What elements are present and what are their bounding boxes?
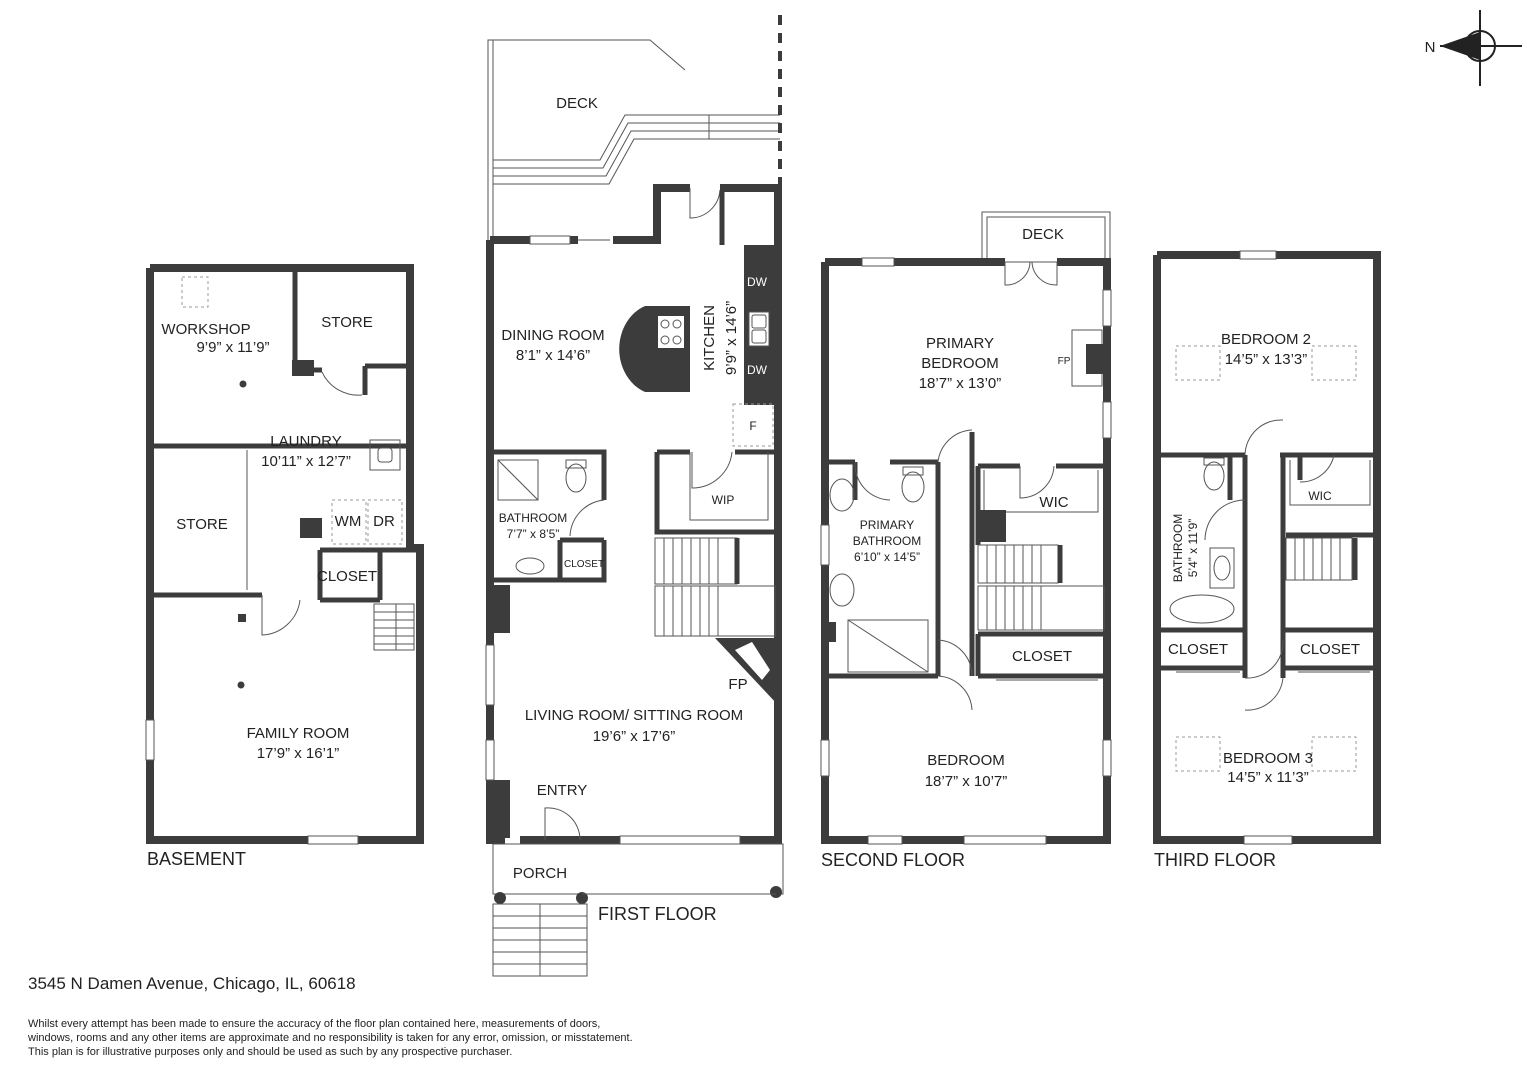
first-floor-label: FIRST FLOOR <box>598 904 717 924</box>
north-label: N <box>1425 39 1436 56</box>
bedroom3-dims: 14’5” x 11’3” <box>1227 769 1308 786</box>
primary-bathroom-label-line2: BATHROOM <box>853 534 921 548</box>
third-floor-label: THIRD FLOOR <box>1154 850 1276 870</box>
bedroom3-label: BEDROOM 3 <box>1223 750 1313 767</box>
north-compass-icon <box>1440 10 1522 86</box>
laundry-dims: 10’11” x 12’7” <box>261 453 351 470</box>
first-floor-stairs-icon <box>654 537 776 637</box>
second-floor-closet-label: CLOSET <box>1012 648 1072 665</box>
third-floor-plan <box>1153 250 1381 845</box>
third-floor-bathroom-dims: 5’4” x 11’9” <box>1186 519 1200 577</box>
washer-label: WM <box>335 513 362 530</box>
living-room-dims: 19’6” x 17’6” <box>593 728 676 745</box>
entry-label: ENTRY <box>537 782 588 799</box>
workshop-dims: 9’9” x 11’9” <box>196 339 269 356</box>
kitchen-label: KITCHEN <box>701 305 718 371</box>
primary-bedroom-label-line2: BEDROOM <box>921 355 999 372</box>
third-floor-stairs-icon <box>1285 537 1358 581</box>
first-floor-fireplace-label: FP <box>728 676 747 693</box>
kitchen-dims: 9’9” x 14’6” <box>723 301 740 375</box>
primary-bedroom-dims: 18’7” x 13’0” <box>919 375 1002 392</box>
porch-label: PORCH <box>513 865 567 882</box>
dining-room-dims: 8’1” x 14’6” <box>516 347 590 364</box>
third-floor-closet-left-label: CLOSET <box>1168 641 1228 658</box>
disclaimer-text: Whilst every attempt has been made to en… <box>28 1017 728 1059</box>
disclaimer-line: windows, rooms and any other items are a… <box>28 1032 633 1044</box>
second-floor-plan <box>820 211 1112 845</box>
family-room-dims: 17’9” x 16’1” <box>257 745 340 762</box>
second-floor-bedroom-label: BEDROOM <box>927 752 1005 769</box>
basement-plan <box>145 264 424 845</box>
basement-floor-label: BASEMENT <box>147 849 246 869</box>
laundry-label: LAUNDRY <box>270 433 341 450</box>
second-floor-stairs-icon <box>977 544 1105 631</box>
dryer-label: DR <box>373 513 395 530</box>
wip-label: WIP <box>712 493 735 507</box>
dishwasher-bottom-label: DW <box>747 363 768 377</box>
disclaimer-line: This plan is for illustrative purposes o… <box>28 1046 513 1058</box>
first-floor-deck-label: DECK <box>556 95 598 112</box>
second-floor-fireplace-label: FP <box>1058 356 1071 367</box>
dining-room-label: DINING ROOM <box>501 327 604 344</box>
second-floor-bedroom-dims: 18’7” x 10’7” <box>925 773 1008 790</box>
bedroom2-dims: 14’5” x 13’3” <box>1225 351 1308 368</box>
basement-stairs-icon <box>373 603 415 651</box>
first-floor-bathroom-label: BATHROOM <box>499 511 567 525</box>
fridge-label: F <box>749 419 756 433</box>
family-room-label: FAMILY ROOM <box>247 725 350 742</box>
primary-bathroom-dims: 6’10” x 14’5” <box>854 550 920 564</box>
bedroom2-label: BEDROOM 2 <box>1221 331 1311 348</box>
primary-bedroom-label-line1: PRIMARY <box>926 335 994 352</box>
workshop-label: WORKSHOP <box>161 321 250 338</box>
first-floor-plan <box>485 15 784 977</box>
second-floor-label: SECOND FLOOR <box>821 850 965 870</box>
basement-store-left-label: STORE <box>176 516 227 533</box>
second-floor-wic-label: WIC <box>1039 494 1068 511</box>
property-address: 3545 N Damen Avenue, Chicago, IL, 60618 <box>28 974 356 993</box>
second-floor-deck-label: DECK <box>1022 226 1064 243</box>
dishwasher-top-label: DW <box>747 275 768 289</box>
basement-store-top-label: STORE <box>321 314 372 331</box>
third-floor-wic-label: WIC <box>1308 489 1332 503</box>
third-floor-bathroom-label: BATHROOM <box>1171 514 1185 582</box>
basement-closet-label: CLOSET <box>317 568 377 585</box>
first-floor-closet-label: CLOSET <box>564 559 604 570</box>
primary-bathroom-label-line1: PRIMARY <box>860 518 914 532</box>
porch-steps-icon <box>492 903 588 977</box>
disclaimer-line: Whilst every attempt has been made to en… <box>28 1018 601 1030</box>
living-room-label: LIVING ROOM/ SITTING ROOM <box>525 707 743 724</box>
third-floor-closet-right-label: CLOSET <box>1300 641 1360 658</box>
first-floor-bathroom-dims: 7’7” x 8’5” <box>507 527 560 541</box>
